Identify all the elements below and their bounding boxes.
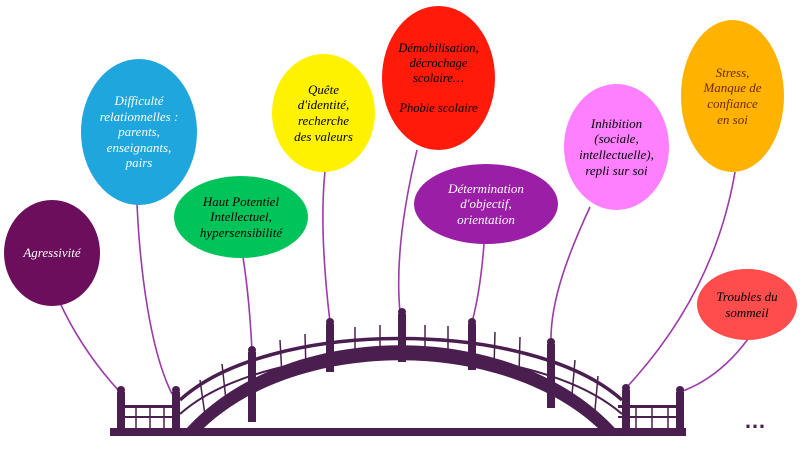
string-quete: [322, 170, 331, 323]
right-rail-balusters: [635, 405, 669, 428]
right-rail-top: [618, 405, 682, 408]
bubble-inhibition-label: Inhibition (sociale, intellectuelle), re…: [579, 115, 654, 178]
bridge-posts: [117, 308, 684, 432]
string-haut: [242, 256, 253, 351]
string-inhibition: [550, 206, 591, 343]
bridge-deck: [110, 428, 686, 436]
bubble-agressivite: Agressivité: [4, 200, 100, 306]
bubble-determination-label: Détermination d'objectif, orientation: [448, 180, 524, 227]
bubble-determination: Détermination d'objectif, orientation: [414, 164, 558, 244]
bubble-stress-label: Stress, Manque de confiance en soi: [703, 64, 762, 127]
string-demob: [397, 149, 418, 313]
bubble-troubles-label: Troubles du sommeil: [716, 288, 778, 320]
bubble-quete-label: Quête d'identité, recherche des valeurs: [294, 81, 353, 144]
bubble-inhibition: Inhibition (sociale, intellectuelle), re…: [564, 84, 669, 210]
bubble-difficulte-label: Difficulté relationnelles : parents, ens…: [99, 93, 179, 171]
bubble-haut-label: Haut Potentiel Intellectuel, hypersensib…: [199, 193, 283, 240]
left-rail-mid: [122, 416, 180, 418]
string-troubles: [679, 338, 749, 393]
arch-balusters: [199, 325, 599, 416]
string-difficulte: [136, 203, 173, 395]
left-rail-balusters: [135, 405, 165, 428]
bubble-quete-identite: Quête d'identité, recherche des valeurs: [272, 54, 375, 172]
right-rail-mid: [618, 416, 682, 418]
bubble-haut-potentiel: Haut Potentiel Intellectuel, hypersensib…: [174, 176, 308, 258]
string-determination: [471, 243, 485, 323]
ellipsis: …: [744, 408, 767, 433]
string-stress: [625, 171, 736, 389]
bubble-troubles-sommeil: Troubles du sommeil: [697, 269, 797, 340]
balloon-strings: [59, 149, 749, 395]
bubble-difficulte-relationnelles: Difficulté relationnelles : parents, ens…: [81, 59, 197, 205]
bubble-stress: Stress, Manque de confiance en soi: [681, 20, 784, 172]
string-agressivite: [59, 302, 121, 393]
bridge-arch: [180, 345, 622, 436]
left-rail-top: [122, 405, 180, 408]
bubble-demobilisation: Démobilisation, décrochage scolaire… Pho…: [382, 6, 495, 150]
bridge: [110, 308, 686, 436]
bubble-demob-label: Démobilisation, décrochage scolaire… Pho…: [398, 40, 479, 115]
bubble-agressivite-label: Agressivité: [23, 245, 81, 261]
